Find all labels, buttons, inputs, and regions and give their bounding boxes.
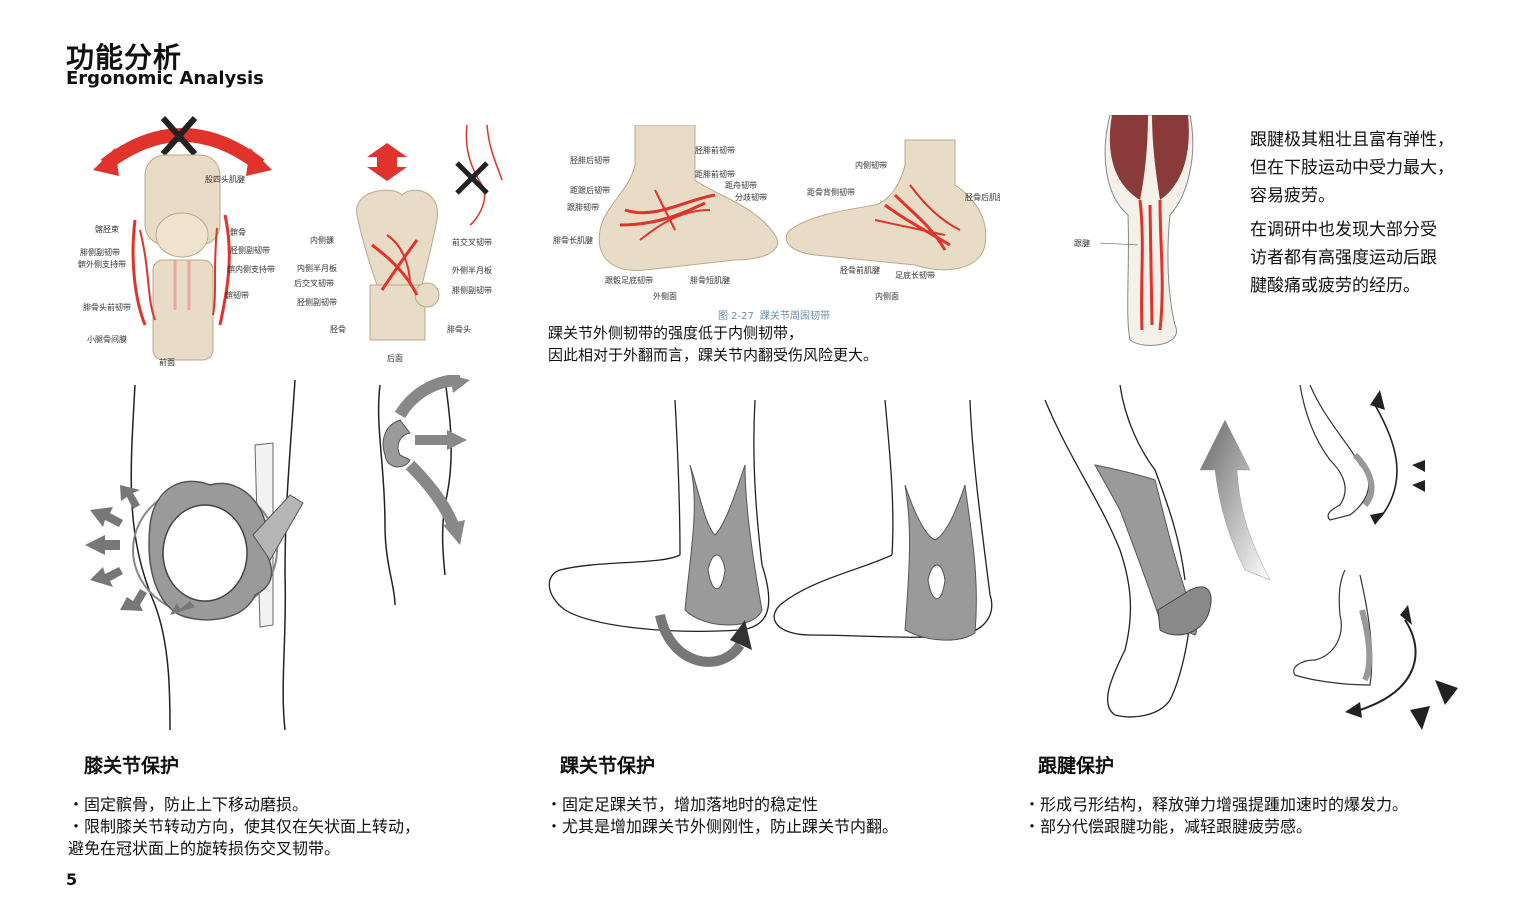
ankle-brace-sketch (548, 399, 993, 667)
label: 距跟后韧带 (570, 185, 610, 195)
label: 腓骨长肌腱 (553, 235, 593, 245)
section-bullets-ankle: ・固定足踝关节，增加落地时的稳定性 ・尤其是增加踝关节外侧刚性，防止踝关节内翻。 (546, 794, 898, 838)
text-line: 访者都有高强度运动后跟 (1250, 248, 1437, 268)
text-line: 在调研中也发现大部分受 (1250, 220, 1437, 240)
label: 距腓前韧带 (695, 169, 735, 179)
view-label: 前面 (159, 357, 175, 367)
prohibit-x-icon (455, 161, 489, 195)
label: 距舟韧带 (725, 180, 757, 190)
achilles-brace-sketch (1044, 384, 1458, 730)
page-subtitle: Ergonomic Analysis (66, 68, 264, 89)
label: 足底长韧带 (895, 270, 935, 280)
label: 腓骨头前韧带 (83, 302, 131, 312)
label: 腓侧副韧带 (80, 247, 120, 257)
label: 髌韧带 (225, 290, 249, 300)
label: 股四头肌腱 (205, 174, 245, 184)
view-label: 内侧面 (875, 291, 899, 301)
label: 髂胫束 (95, 224, 119, 234)
section-title-knee: 膝关节保护 (84, 755, 180, 777)
label: 距骨背侧韧带 (807, 187, 855, 197)
section-title-achilles: 跟腱保护 (1038, 755, 1115, 777)
label: 腓骨短肌腱 (690, 275, 730, 285)
caption-line: 因此相对于外翻而言，踝关节内翻受伤风险更大。 (548, 346, 879, 364)
text-line: 跟腱极其粗壮且富有弹性， (1250, 130, 1454, 150)
label: 胫侧副韧带 (297, 297, 337, 307)
bullet-item: ・固定足踝关节，增加落地时的稳定性 (546, 795, 819, 814)
bullet-item: ・形成弓形结构，释放弹力增强提踵加速时的爆发力。 (1024, 795, 1409, 814)
label: 胫侧副韧带 (230, 245, 270, 255)
bullet-item: ・限制膝关节转动方向，使其仅在矢状面上转动， (68, 817, 421, 836)
label: 髌外侧支持带 (78, 259, 126, 269)
label: 外侧半月板 (452, 265, 492, 275)
label: 腓骨头 (447, 324, 471, 334)
view-label: 后面 (387, 353, 403, 363)
figure-title: 踝关节周围韧带 (760, 309, 830, 322)
prohibit-x-icon (160, 116, 198, 156)
knee-anatomy-back: 前交叉韧带 内侧髁 外侧半月板 内侧半月板 后交叉韧带 腓侧副韧带 胫侧副韧带 … (294, 125, 503, 363)
section-bullets-knee: ・固定髌骨，防止上下移动磨损。 ・限制膝关节转动方向，使其仅在矢状面上转动， 避… (68, 794, 420, 860)
caption-line: 踝关节外侧韧带的强度低于内侧韧带， (548, 324, 804, 342)
view-label: 外侧面 (653, 291, 677, 301)
label: 跟骰足底韧带 (605, 275, 653, 285)
label: 胫腓后韧带 (570, 155, 610, 165)
achilles-anatomy: 跟腱 (1074, 115, 1194, 346)
section-title-ankle: 踝关节保护 (560, 755, 656, 777)
label: 前交叉韧带 (452, 237, 492, 247)
figure-number: 图 2-27 (718, 310, 754, 322)
label: 胫骨 (330, 325, 346, 334)
pressure-arrows (85, 485, 195, 615)
bullet-item: ・部分代偿跟腱功能，减轻跟腱疲劳感。 (1024, 817, 1313, 836)
bullet-item: ・尤其是增加踝关节外侧刚性，防止踝关节内翻。 (546, 817, 899, 836)
label: 胫骨前肌腱 (840, 265, 880, 275)
label: 后交叉韧带 (294, 278, 334, 288)
label: 小腿骨间膜 (87, 334, 127, 344)
ankle-ligaments-figure: 胫腓前韧带 胫腓后韧带 距腓前韧带 距跟后韧带 跟腓韧带 距舟韧带 分歧韧带 腓… (553, 125, 1000, 322)
page-title: 功能分析 (66, 41, 183, 74)
section-bullets-achilles: ・形成弓形结构，释放弹力增强提踵加速时的爆发力。 ・部分代偿跟腱功能，减轻跟腱疲… (1024, 794, 1408, 838)
label: 跟腱 (1074, 238, 1090, 248)
knee-brace-sketch (85, 375, 470, 731)
label: 髌内侧支持带 (227, 264, 275, 274)
ankle-caption: 踝关节外侧韧带的强度低于内侧韧带， 因此相对于外翻而言，踝关节内翻受伤风险更大。 (548, 322, 878, 366)
text-line: 腱酸痛或疲劳的经历。 (1250, 276, 1420, 296)
label: 髌骨 (230, 227, 246, 237)
text-line: 但在下肢运动中受力最大， (1250, 158, 1454, 178)
page-number: 5 (66, 870, 78, 889)
knee-anatomy-front: 股四头肌腱 髌骨 髂胫束 胫侧副韧带 腓侧副韧带 髌内侧支持带 髌外侧支持带 腓… (78, 116, 275, 367)
text-line: 容易疲劳。 (1250, 186, 1335, 206)
label: 胫骨后肌腱 (965, 192, 1000, 202)
bullet-item: 避免在冠状面上的旋转损伤交叉韧带。 (68, 839, 341, 858)
label: 腓侧副韧带 (452, 285, 492, 295)
label: 内侧髁 (310, 235, 334, 245)
label: 胫腓前韧带 (695, 145, 735, 155)
achilles-description: 跟腱极其粗壮且富有弹性， 但在下肢运动中受力最大， 容易疲劳。 在调研中也发现大… (1250, 126, 1454, 306)
label: 内侧半月板 (297, 263, 337, 273)
label: 跟腓韧带 (567, 202, 599, 212)
label: 分歧韧带 (735, 192, 767, 202)
bullet-item: ・固定髌骨，防止上下移动磨损。 (68, 795, 309, 814)
label: 内侧韧带 (855, 160, 887, 170)
